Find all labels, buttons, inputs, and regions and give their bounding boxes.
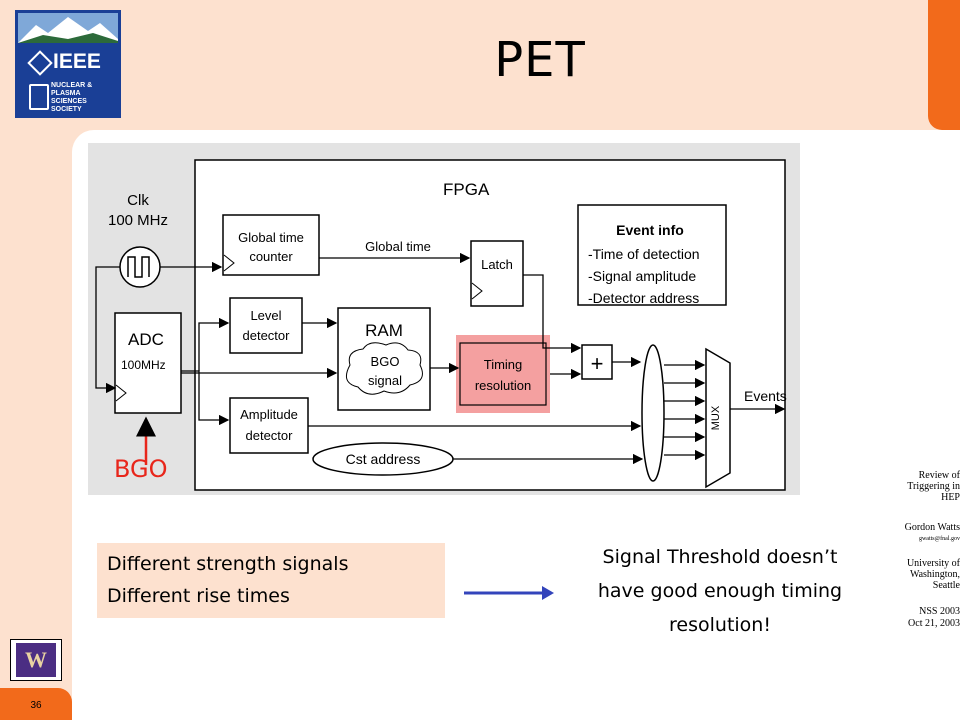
timing-resolution-line2: resolution xyxy=(475,378,531,393)
adder-label: + xyxy=(591,351,604,376)
adc-clock-input-icon xyxy=(115,384,127,402)
sidebar-author: Gordon Watts xyxy=(904,522,960,533)
diagram-connections xyxy=(95,252,786,465)
level-detector-line1: Level xyxy=(250,308,281,323)
level-detector-line2: detector xyxy=(243,328,291,343)
event-info-item: -Detector address xyxy=(588,290,699,306)
latch-clock-input-icon xyxy=(471,282,483,300)
clock-oscillator-icon xyxy=(119,246,161,288)
global-time-counter-line2: counter xyxy=(249,249,293,264)
level-detector-box xyxy=(229,297,303,354)
amplitude-detector-line1: Amplitude xyxy=(240,407,298,422)
sidebar-talk: Review of Triggering in HEP xyxy=(907,470,960,503)
latch-label: Latch xyxy=(481,257,513,272)
global-time-counter-box xyxy=(222,214,320,276)
sidebar-date: Oct 21, 2003 xyxy=(908,618,960,629)
amplitude-detector-line2: detector xyxy=(246,428,294,443)
accent-bar xyxy=(928,0,960,130)
mux-block xyxy=(705,347,731,489)
signal-notes-box: Different strength signals Different ris… xyxy=(97,543,445,618)
ieee-npss-logo: IEEE NUCLEAR & PLASMA SCIENCES SOCIETY xyxy=(15,10,121,118)
bgo-signal-line1: BGO xyxy=(371,354,400,369)
counter-clock-input-icon xyxy=(223,254,235,272)
sidebar-panel xyxy=(0,130,72,720)
latch-box xyxy=(470,240,524,307)
amplitude-detector-box xyxy=(229,397,309,454)
sidebar-email: gwatts@fnal.gov xyxy=(918,536,960,542)
conclusion-text: Signal Threshold doesn’t have good enoug… xyxy=(560,540,880,642)
clk-label: Clk xyxy=(127,192,149,209)
event-info-box xyxy=(577,204,727,306)
events-label: Events xyxy=(744,388,787,404)
timing-resolution-line1: Timing xyxy=(484,357,523,372)
logo-sub: NUCLEAR & PLASMA SCIENCES SOCIETY xyxy=(51,82,93,113)
note-line: Different strength signals xyxy=(107,553,349,575)
event-info-item: -Signal amplitude xyxy=(588,268,696,284)
adc-freq-label: 100MHz xyxy=(121,358,166,372)
right-arrow-icon xyxy=(464,586,554,600)
global-time-label: Global time xyxy=(365,239,431,254)
event-info-title: Event info xyxy=(616,222,684,238)
ram-label: RAM xyxy=(365,321,403,340)
global-time-counter-line1: Global time xyxy=(238,230,304,245)
conclusion-line: resolution! xyxy=(669,614,771,636)
conclusion-line: have good enough timing xyxy=(597,580,843,602)
clk-freq-label: 100 MHz xyxy=(108,212,168,229)
sidebar-conference: NSS 2003 xyxy=(919,606,960,617)
pet-block-diagram: FPGA Clk 100 MHz ADC 100MHz Global time … xyxy=(88,143,800,495)
square-wave-icon xyxy=(127,256,150,278)
npss-mark-icon xyxy=(29,84,49,110)
bgo-label: BGO xyxy=(114,455,168,483)
note-line: Different rise times xyxy=(107,585,290,607)
adc-label: ADC xyxy=(128,330,164,349)
university-logo: W xyxy=(10,639,62,681)
husky-w-icon: W xyxy=(25,647,47,672)
bgo-signal-line2: signal xyxy=(368,373,402,388)
event-info-item: -Time of detection xyxy=(588,246,700,262)
sidebar-institution: University of Washington, Seattle xyxy=(906,558,960,591)
fpga-label: FPGA xyxy=(443,180,490,199)
logo-org: IEEE xyxy=(53,50,101,73)
ieee-diamond-icon xyxy=(27,50,53,76)
page-number: 36 xyxy=(30,700,42,711)
bgo-signal-cloud xyxy=(345,342,423,395)
cst-address-label: Cst address xyxy=(346,451,421,467)
timing-resolution-box xyxy=(459,342,547,406)
mountain-image xyxy=(18,13,118,43)
combiner-ellipse xyxy=(641,344,665,482)
slide-title: PET xyxy=(494,32,586,88)
conclusion-line: Signal Threshold doesn’t xyxy=(602,546,838,568)
adc-box xyxy=(114,312,182,414)
page-number-tab: 36 xyxy=(0,688,72,720)
mux-label: MUX xyxy=(710,405,722,430)
